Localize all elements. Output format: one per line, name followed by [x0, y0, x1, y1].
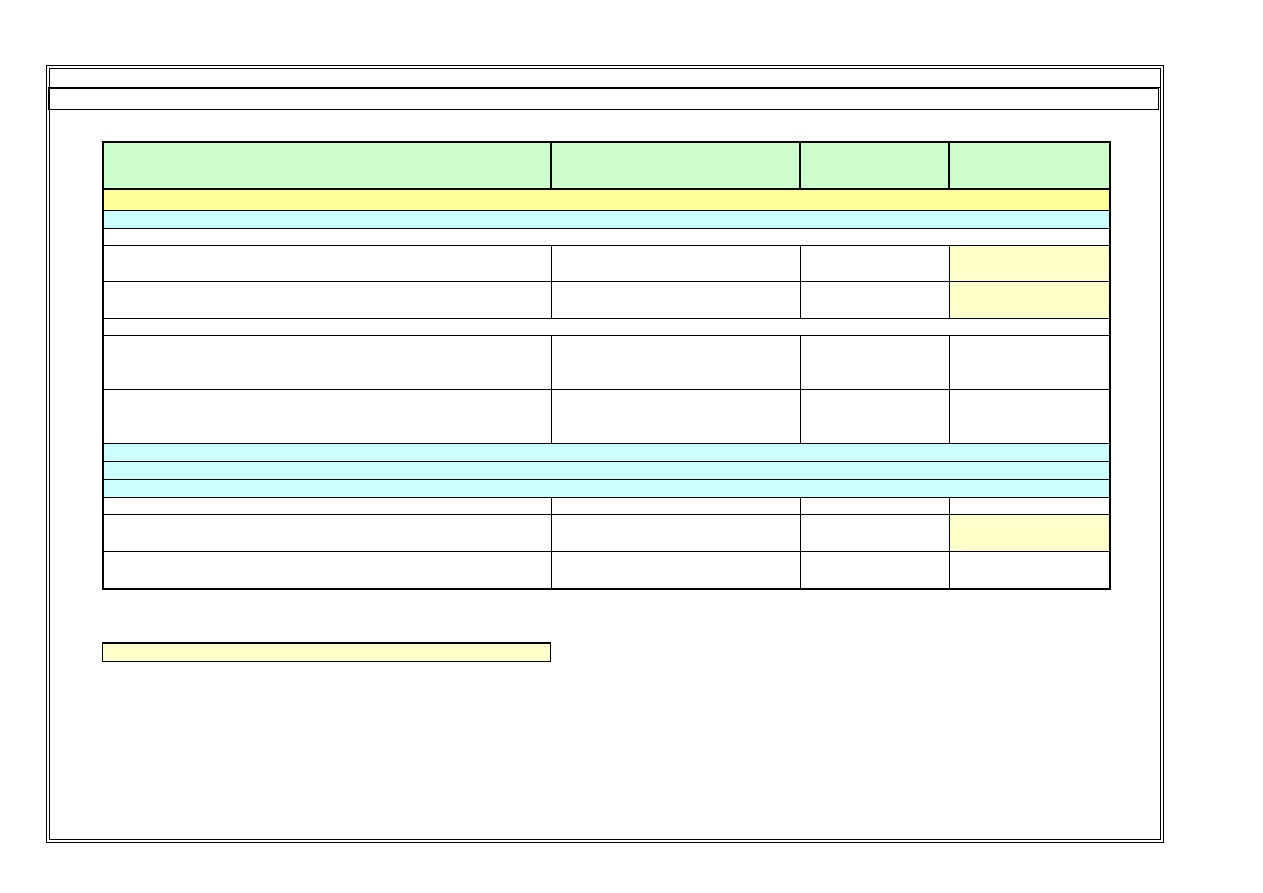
subsection-band: [102, 210, 1111, 229]
subsection-band: [102, 461, 1111, 480]
subsection-band-label: [102, 479, 1111, 498]
table-header-row: [102, 141, 1111, 190]
table-cell: [799, 245, 950, 282]
data-table: [102, 141, 1111, 590]
table-cell: [799, 389, 950, 444]
sheet-title: [48, 68, 1161, 88]
table-cell: [550, 497, 801, 515]
table-row: [102, 245, 1111, 282]
table-row: [102, 389, 1111, 444]
column-header: [948, 141, 1111, 190]
column-header: [102, 141, 552, 190]
legend-input-cell: [102, 642, 551, 662]
input-cell[interactable]: [948, 281, 1111, 319]
table-cell: [799, 335, 950, 390]
table-cell: [102, 497, 552, 515]
table-cell: [799, 551, 950, 590]
sheet-frame-inner: [49, 68, 1161, 840]
group-label: [102, 228, 1111, 246]
input-cell[interactable]: [948, 514, 1111, 552]
table-cell: [550, 389, 801, 444]
sheet-subtitle: [48, 88, 1159, 110]
section-band-label: [102, 188, 1111, 211]
group-label-row: [102, 228, 1111, 246]
table-cell: [550, 281, 801, 319]
table-cell: [799, 281, 950, 319]
group-label: [102, 318, 1111, 336]
table-row: [102, 281, 1111, 319]
column-header: [550, 141, 801, 190]
subsection-band: [102, 443, 1111, 462]
table-cell: [948, 497, 1111, 515]
section-band: [102, 188, 1111, 211]
subsection-band: [102, 479, 1111, 498]
table-cell: [550, 335, 801, 390]
table-row: [102, 497, 1111, 515]
table-cell: [102, 281, 552, 319]
table-cell: [948, 389, 1111, 444]
table-cell: [102, 335, 552, 390]
input-cell[interactable]: [948, 245, 1111, 282]
table-cell: [102, 389, 552, 444]
table-cell: [102, 514, 552, 552]
column-header: [799, 141, 950, 190]
table-cell: [550, 514, 801, 552]
subsection-band-label: [102, 461, 1111, 480]
sheet-frame: [46, 65, 1164, 843]
table-cell: [799, 497, 950, 515]
table-cell: [799, 514, 950, 552]
group-label-row: [102, 318, 1111, 336]
subsection-band-label: [102, 443, 1111, 462]
table-cell: [102, 551, 552, 590]
table-cell: [102, 245, 552, 282]
table-cell: [948, 551, 1111, 590]
table-cell: [948, 335, 1111, 390]
table-cell: [550, 551, 801, 590]
table-row: [102, 514, 1111, 552]
table-cell: [550, 245, 801, 282]
table-row: [102, 551, 1111, 590]
subsection-band-label: [102, 210, 1111, 229]
table-row: [102, 335, 1111, 390]
